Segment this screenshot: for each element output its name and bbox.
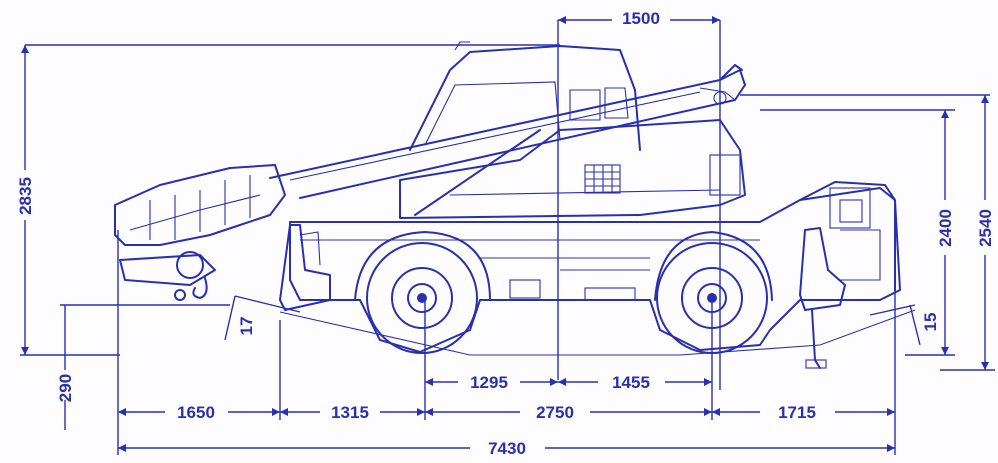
- dim-2835: 2835: [16, 177, 35, 215]
- dim-290: 290: [56, 374, 75, 402]
- dim-17-angle: 17: [237, 317, 256, 336]
- dim-1295: 1295: [470, 373, 508, 392]
- dim-1455: 1455: [612, 373, 650, 392]
- dimension-lines: [20, 16, 995, 455]
- dim-1315: 1315: [331, 403, 369, 422]
- grille-icon: [584, 164, 621, 194]
- crane-outline: [114, 41, 916, 369]
- dim-1650: 1650: [177, 403, 215, 422]
- front-wheel: [366, 242, 478, 354]
- dim-15-angle: 15: [921, 313, 940, 332]
- dim-2400: 2400: [936, 209, 955, 247]
- hook-icon: [192, 277, 208, 299]
- dim-1500: 1500: [622, 9, 660, 28]
- dim-2750: 2750: [536, 403, 574, 422]
- dim-1715: 1715: [778, 403, 816, 422]
- dim-2540: 2540: [976, 209, 995, 247]
- dim-7430: 7430: [488, 439, 526, 458]
- dimension-labels: 1500 2835 2400 2540 290 17 15 1295 1455 …: [16, 9, 995, 458]
